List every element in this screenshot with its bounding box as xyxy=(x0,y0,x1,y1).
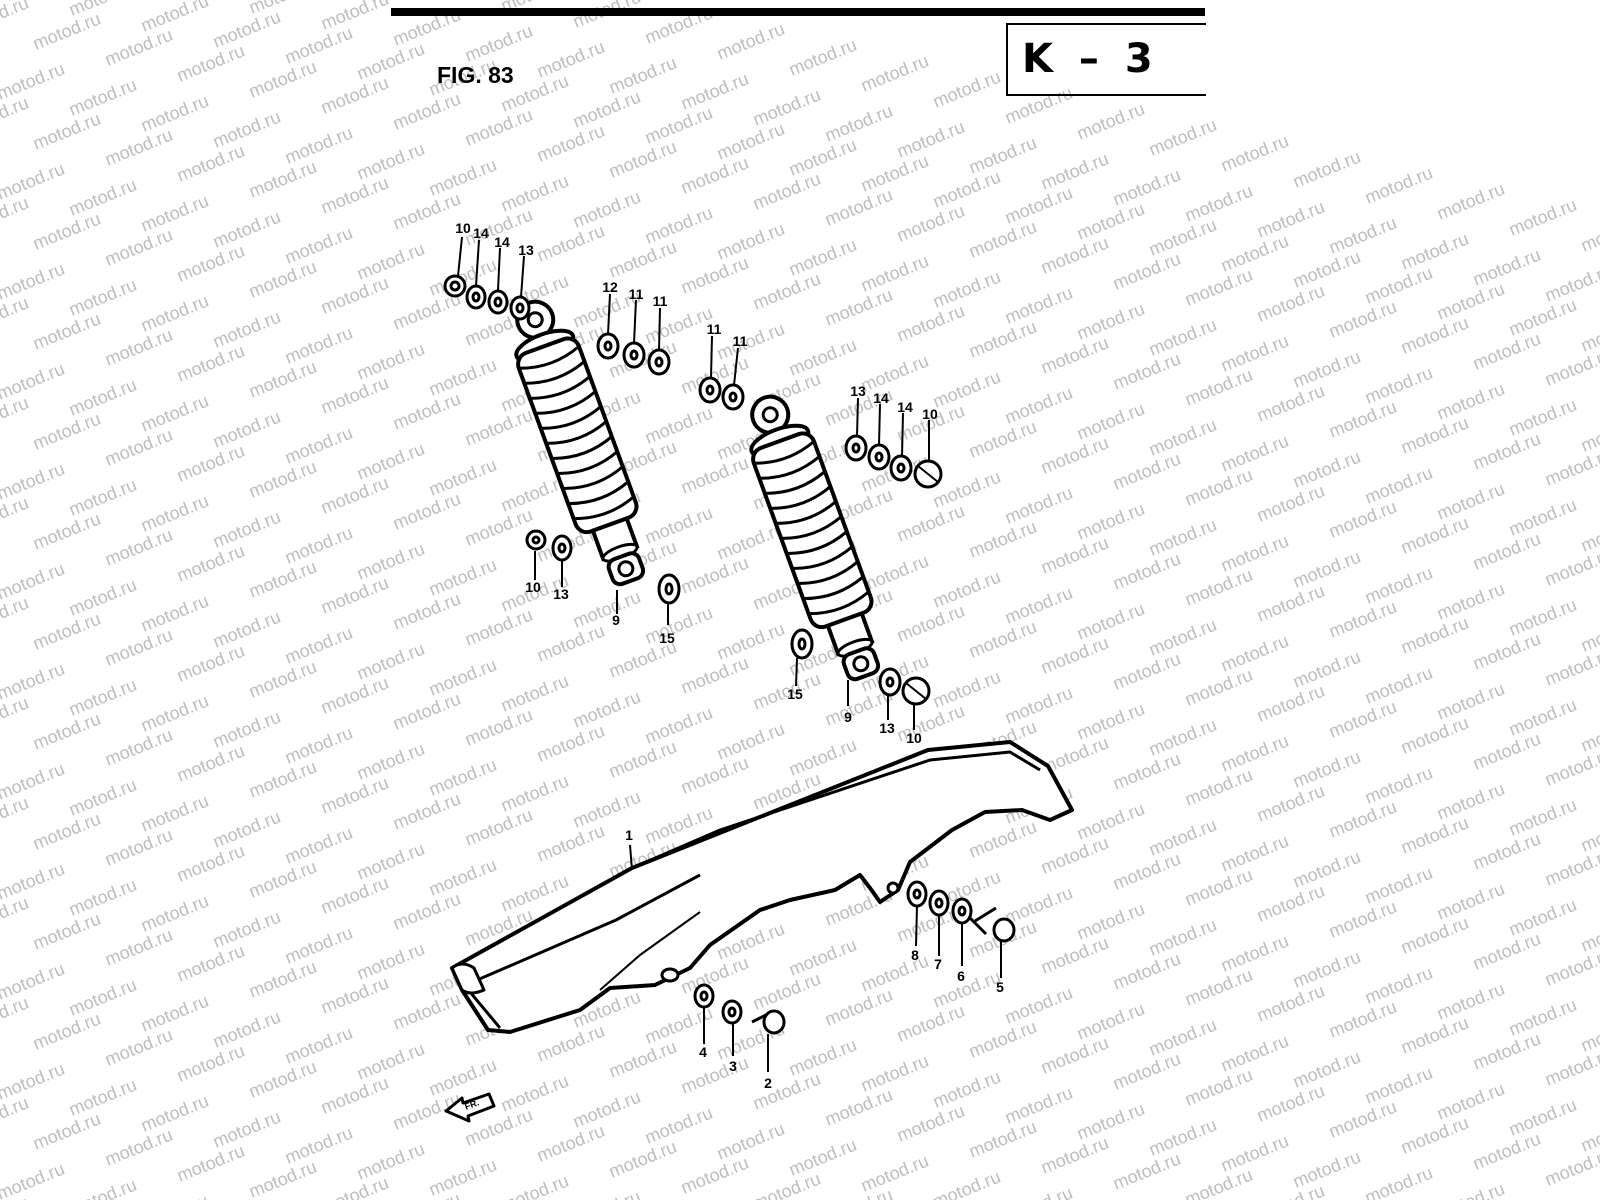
callout-5: 5 xyxy=(996,979,1004,995)
callout-15-right: 15 xyxy=(787,686,803,702)
callout-10-bottom-left: 10 xyxy=(525,579,541,595)
right-shock-absorber xyxy=(749,394,881,682)
callout-12: 12 xyxy=(602,279,618,295)
cap-nut-10-top-left xyxy=(443,274,467,298)
callout-10-top-left: 10 xyxy=(455,220,471,236)
callout-14-top-left-a: 14 xyxy=(473,225,489,241)
washer-13-bottom-left xyxy=(551,534,573,562)
washer-13-top-right xyxy=(844,434,868,462)
figure-label: FIG. 83 xyxy=(437,62,514,88)
washer-6 xyxy=(951,897,973,925)
washer-13-bottom-right xyxy=(878,667,902,697)
bolt-2 xyxy=(751,1009,786,1035)
washer-14-top-right-a xyxy=(867,443,891,471)
callout-15-left: 15 xyxy=(659,630,675,646)
callout-13-bottom-left: 13 xyxy=(553,586,569,602)
callout-7: 7 xyxy=(934,956,942,972)
left-shock-absorber xyxy=(514,299,646,587)
callout-2: 2 xyxy=(764,1075,772,1091)
washer-13-top-left xyxy=(509,295,531,321)
callout-9-left: 9 xyxy=(612,612,620,628)
callout-14-top-right-a: 14 xyxy=(873,390,889,406)
leader-lines xyxy=(457,236,1002,1072)
washer-11-b xyxy=(647,348,671,376)
callout-11-d: 11 xyxy=(732,333,748,349)
chain-case xyxy=(450,740,1074,1034)
callout-6: 6 xyxy=(957,968,965,984)
cap-nut-10-bottom-left xyxy=(525,529,547,551)
washer-7 xyxy=(928,889,950,917)
washer-3 xyxy=(721,999,743,1025)
callout-10-bottom-right: 10 xyxy=(906,730,922,746)
washer-14-top-left-b xyxy=(487,289,509,315)
callout-10-top-right: 10 xyxy=(922,406,938,422)
washer-15-right xyxy=(790,628,814,660)
washer-14-top-right-b xyxy=(889,454,913,482)
callout-4: 4 xyxy=(699,1044,707,1060)
callout-14-top-left-b: 14 xyxy=(494,234,510,250)
callout-13-bottom-right: 13 xyxy=(879,720,895,736)
washer-11-a xyxy=(622,341,646,369)
cap-nut-10-bottom-right xyxy=(901,676,931,706)
callout-11-a: 11 xyxy=(628,286,644,302)
callout-14-top-right-b: 14 xyxy=(897,399,913,415)
washer-11-d xyxy=(721,383,745,411)
washer-12 xyxy=(596,332,620,360)
bolt-5 xyxy=(968,906,1016,943)
callout-13-top-right: 13 xyxy=(850,383,866,399)
callout-9-right: 9 xyxy=(844,709,852,725)
callout-3: 3 xyxy=(729,1058,737,1074)
washer-8 xyxy=(906,880,928,908)
washer-14-top-left-a xyxy=(465,284,487,310)
callout-13-top-left: 13 xyxy=(518,242,534,258)
callout-11-b: 11 xyxy=(652,293,668,309)
callout-11-c: 11 xyxy=(706,321,722,337)
washer-15-left xyxy=(657,573,681,605)
top-rule xyxy=(391,8,1205,16)
section-code-box xyxy=(1006,23,1206,96)
washer-11-c xyxy=(698,376,722,404)
callout-8: 8 xyxy=(911,947,919,963)
callout-1: 1 xyxy=(625,827,633,843)
washer-4 xyxy=(693,983,715,1009)
section-code: K – 3 xyxy=(1022,36,1159,82)
cap-nut-10-top-right xyxy=(913,459,943,489)
front-direction-arrow xyxy=(444,1092,496,1123)
